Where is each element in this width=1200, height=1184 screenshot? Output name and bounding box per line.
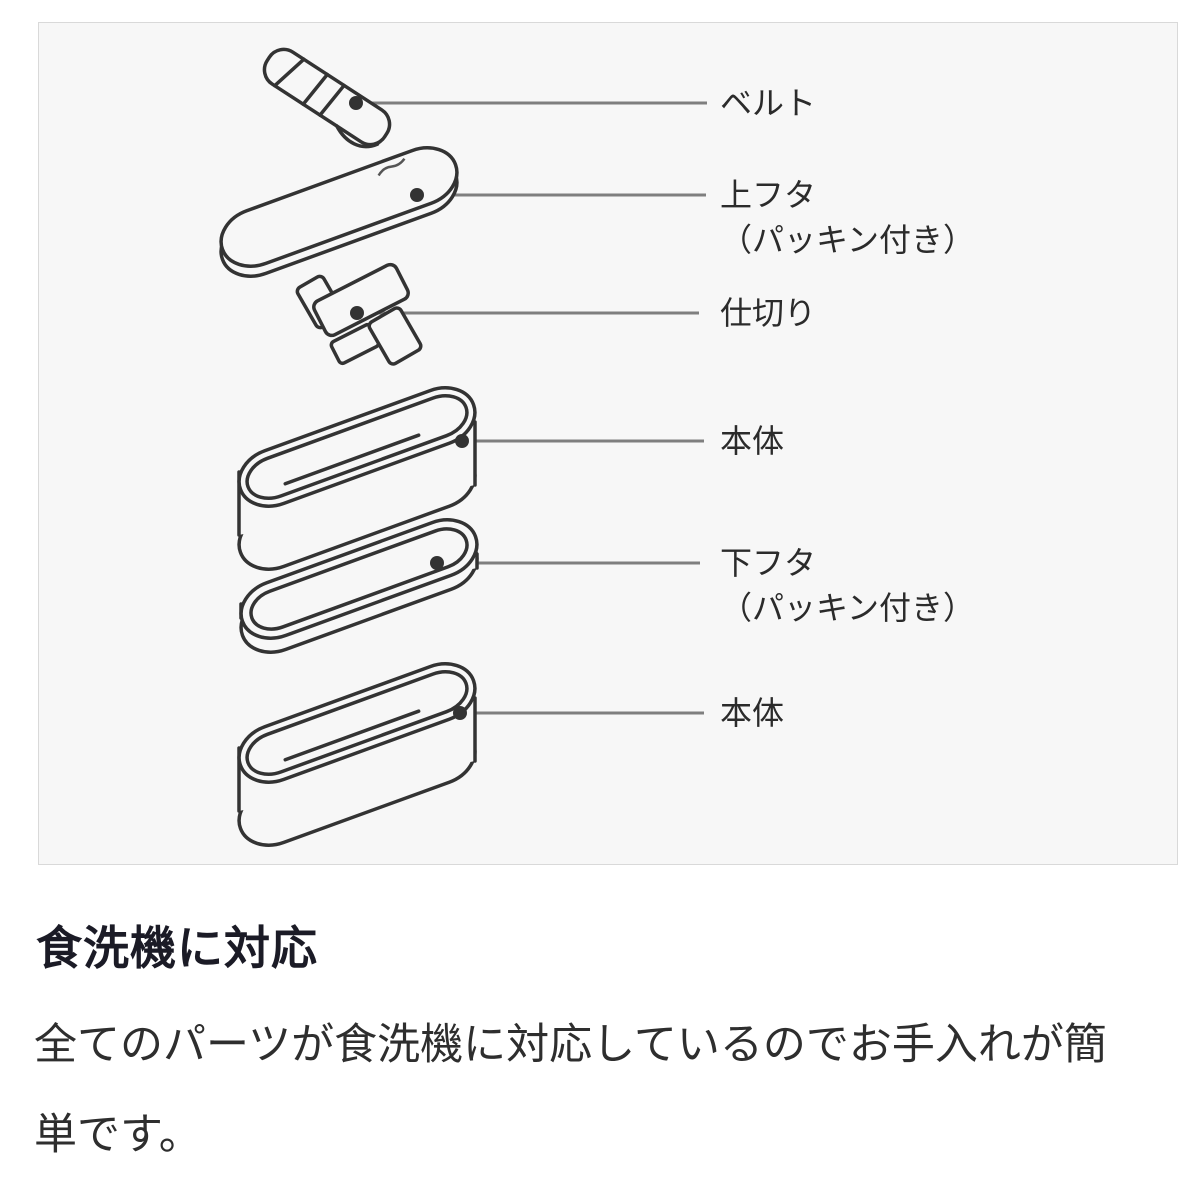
paragraph-line-2: 単です。 <box>34 1111 202 1159</box>
leader-dot-body-lower <box>453 706 467 720</box>
leader-dot-belt <box>349 96 363 110</box>
section-paragraph: 全てのパーツが食洗機に対応しているのでお手入れが簡 単です。 <box>34 1000 1107 1180</box>
section-heading: 食洗機に対応 <box>36 922 318 974</box>
label-body-lower: 本体 <box>720 695 785 731</box>
label-upper-lid-group: 上フタ （パッキン付き） <box>720 173 975 263</box>
product-diagram-panel: ベルト 上フタ （パッキン付き） 仕切り 本体 下フタ （パッキン付き） 本体 <box>38 22 1178 865</box>
label-upper-lid-note: （パッキン付き） <box>720 222 976 258</box>
label-divider: 仕切り <box>720 295 817 331</box>
upper-body-illustration <box>237 386 477 571</box>
label-lower-lid-group: 下フタ （パッキン付き） <box>720 541 975 631</box>
belt-illustration <box>262 47 392 149</box>
leader-dot-divider <box>350 306 364 320</box>
label-upper-lid: 上フタ <box>720 177 817 213</box>
lower-lid-inner-rim <box>249 527 469 631</box>
upper-body-inner-rim <box>245 394 469 500</box>
label-belt: ベルト <box>720 85 817 121</box>
upper-body-floor-edge <box>283 433 421 486</box>
paragraph-line-1: 全てのパーツが食洗機に対応しているのでお手入れが簡 <box>34 1021 1107 1069</box>
leader-lines <box>356 101 707 715</box>
upper-lid-top <box>219 146 459 268</box>
lower-lid-top <box>239 518 479 640</box>
lower-body-inner-rim <box>245 670 469 776</box>
upper-body-rim <box>237 386 477 508</box>
leader-dots <box>349 96 469 720</box>
divider-illustration <box>295 262 423 366</box>
brand-logo-mark <box>377 157 406 177</box>
label-lower-lid-note: （パッキン付き） <box>720 590 976 626</box>
exploded-diagram <box>219 47 707 847</box>
upper-lid-illustration <box>219 146 459 278</box>
lower-body-floor-edge <box>283 709 421 762</box>
leader-dot-upper-lid <box>410 188 424 202</box>
lower-body-rim <box>237 662 477 784</box>
lower-lid-illustration <box>239 518 479 654</box>
label-lower-lid: 下フタ <box>720 545 817 581</box>
label-body-upper: 本体 <box>720 423 785 459</box>
lower-body-illustration <box>237 662 477 847</box>
leader-dot-lower-lid <box>430 556 444 570</box>
leader-dot-body-upper <box>455 434 469 448</box>
